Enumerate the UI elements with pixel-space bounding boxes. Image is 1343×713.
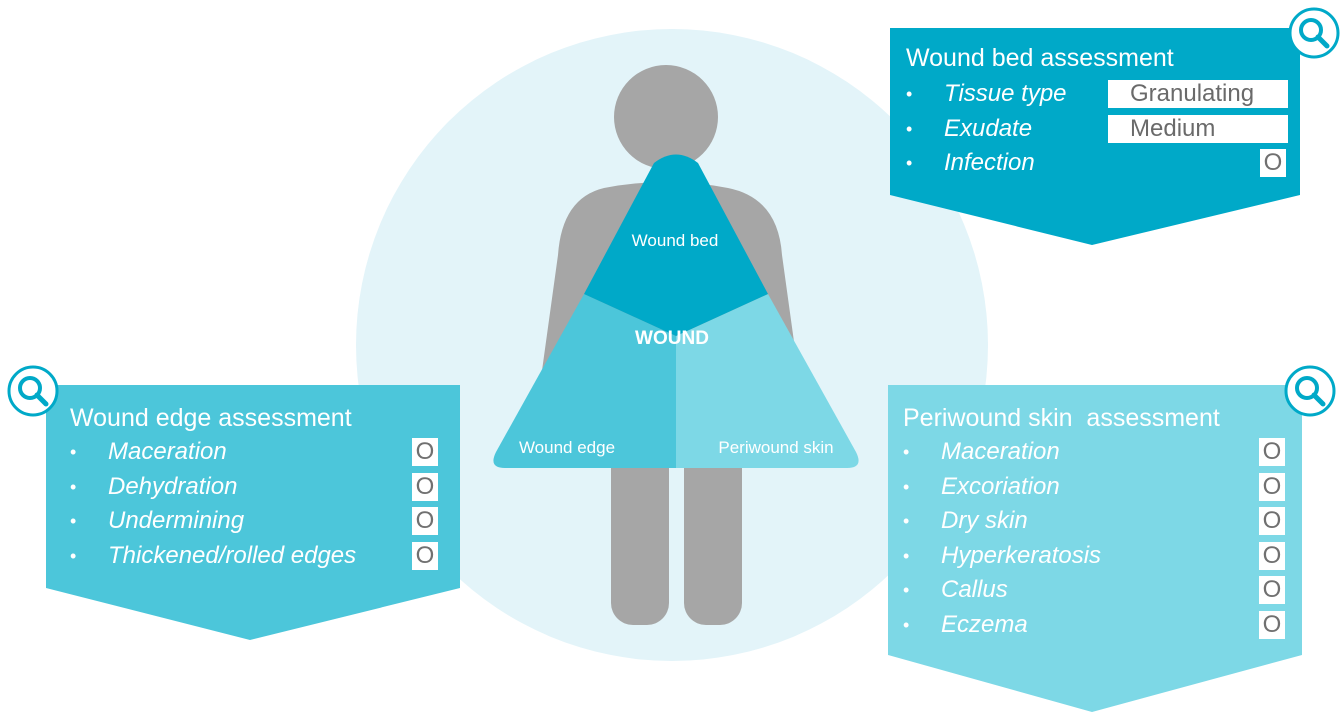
hyperkeratosis-checkbox[interactable]: O (1259, 541, 1285, 570)
wound-edge-label: Wound edge (519, 438, 615, 457)
periwound-skin-label: Periwound skin (718, 438, 833, 457)
wound-label: WOUND (635, 328, 709, 349)
list-item: • Thickened/rolled edges O (70, 539, 450, 574)
callus-checkbox[interactable]: O (1259, 576, 1285, 604)
maceration-checkbox[interactable]: O (412, 438, 438, 466)
excoriation-checkbox[interactable]: O (1259, 472, 1285, 501)
list-item: • Undermining O (70, 504, 450, 539)
list-item: • Exudate Medium (906, 112, 1291, 147)
list-item: • Callus O (903, 573, 1293, 608)
infection-label: Infection (944, 149, 1035, 176)
dehydration-checkbox[interactable]: O (412, 472, 438, 501)
panel-title: Wound bed assessment (906, 44, 1174, 72)
list-item: • Dehydration O (70, 470, 450, 505)
list-item: • Tissue type Granulating (906, 77, 1291, 112)
periwound-list: • Maceration O • Excoriation O • Dry ski… (903, 435, 1293, 642)
wound-edge-list: • Maceration O • Dehydration O • Undermi… (70, 435, 450, 573)
item-label: Dehydration (108, 472, 238, 500)
wound-bed-label: Wound bed (632, 231, 719, 250)
list-item: • Hyperkeratosis O (903, 539, 1293, 574)
item-label: Dry skin (941, 507, 1028, 534)
person-head (614, 65, 718, 169)
item-label: Eczema (941, 610, 1028, 638)
tissue-type-value[interactable]: Granulating (1108, 80, 1288, 108)
periwound-panel-bg (888, 385, 1302, 712)
exudate-label: Exudate (944, 114, 1033, 142)
wound-bed-region (584, 154, 768, 336)
magnifier-icon[interactable] (1287, 6, 1341, 60)
item-label: Callus (941, 576, 1008, 603)
list-item: • Dry skin O (903, 504, 1293, 539)
wound-edge-region (493, 294, 676, 468)
infection-checkbox[interactable]: O (1260, 149, 1286, 177)
maceration-checkbox[interactable]: O (1259, 438, 1285, 466)
panel-title: Wound edge assessment (70, 404, 352, 432)
person-left-leg (611, 445, 669, 625)
panel-title: Periwound skin assessment (903, 404, 1220, 432)
wound-edge-panel-bg (46, 385, 460, 640)
item-label: Hyperkeratosis (941, 541, 1102, 569)
thickened-edges-checkbox[interactable]: O (412, 541, 438, 570)
periwound-panel: Periwound skin assessment • Maceration O… (903, 403, 1293, 642)
item-label: Undermining (108, 507, 245, 534)
periwound-skin-region (676, 294, 859, 468)
list-item: • Eczema O (903, 608, 1293, 643)
wound-edge-panel: Wound edge assessment • Maceration O • D… (70, 403, 450, 573)
dry-skin-checkbox[interactable]: O (1259, 507, 1285, 535)
person-right-leg (684, 445, 742, 625)
undermining-checkbox[interactable]: O (412, 507, 438, 535)
list-item: • Maceration O (70, 435, 450, 470)
wound-bed-list: • Tissue type Granulating • Exudate Medi… (906, 77, 1291, 181)
list-item: • Maceration O (903, 435, 1293, 470)
item-label: Maceration (108, 438, 227, 465)
item-label: Maceration (941, 438, 1060, 465)
list-item: • Infection O (906, 146, 1291, 181)
magnifier-icon[interactable] (1283, 364, 1337, 418)
list-item: • Excoriation O (903, 470, 1293, 505)
wound-bed-panel: Wound bed assessment • Tissue type Granu… (906, 43, 1291, 181)
exudate-value[interactable]: Medium (1108, 114, 1288, 143)
item-label: Excoriation (941, 472, 1060, 500)
item-label: Thickened/rolled edges (108, 541, 357, 569)
magnifier-icon[interactable] (6, 364, 60, 418)
tissue-type-label: Tissue type (944, 80, 1067, 107)
eczema-checkbox[interactable]: O (1259, 610, 1285, 639)
